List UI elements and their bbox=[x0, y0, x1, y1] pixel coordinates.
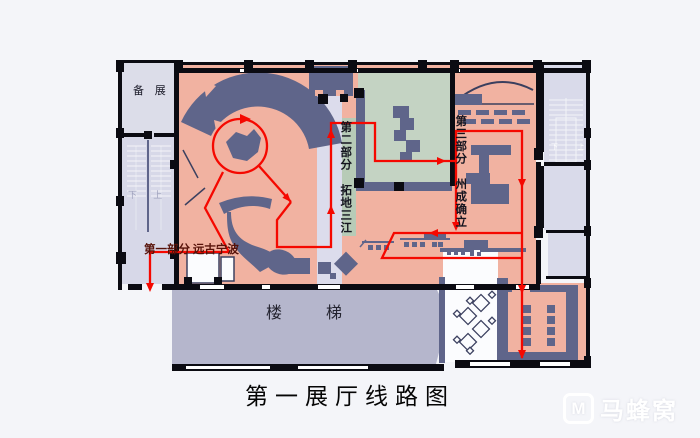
stairs-hall-room bbox=[172, 290, 449, 364]
bottom-right-rooms bbox=[439, 248, 578, 363]
right-stairs-updown-label: 下 上 bbox=[551, 143, 594, 151]
watermark: M 马蜂窝 bbox=[563, 391, 678, 426]
left-stairs-treads bbox=[127, 145, 171, 230]
route-part3-label: 第三部分 州成确立 bbox=[454, 115, 467, 228]
watermark-logo-icon: M bbox=[563, 393, 594, 424]
part3-room bbox=[452, 81, 534, 204]
map-title: 第一展厅线路图 bbox=[245, 384, 455, 409]
route-arrowheads bbox=[146, 114, 526, 359]
route-part2-label: 第二部分 拓地三江 bbox=[339, 121, 352, 234]
stairs-hall-label: 楼 梯 bbox=[265, 305, 354, 322]
green-room bbox=[356, 72, 452, 191]
route-part1-label: 第一部分 远古宁波 bbox=[144, 244, 239, 256]
right-stairs-treads bbox=[549, 98, 583, 165]
fan-exhibit bbox=[181, 72, 342, 161]
route-line bbox=[148, 117, 524, 358]
left-stairs-updown-label: 下 上 bbox=[128, 190, 170, 200]
prep-room-label: 备 展 bbox=[133, 85, 170, 97]
bottom-left-rooms bbox=[184, 252, 235, 284]
left-stairs-divider bbox=[147, 140, 149, 232]
walls bbox=[116, 60, 591, 371]
watermark-brand: 马蜂窝 bbox=[600, 398, 678, 425]
